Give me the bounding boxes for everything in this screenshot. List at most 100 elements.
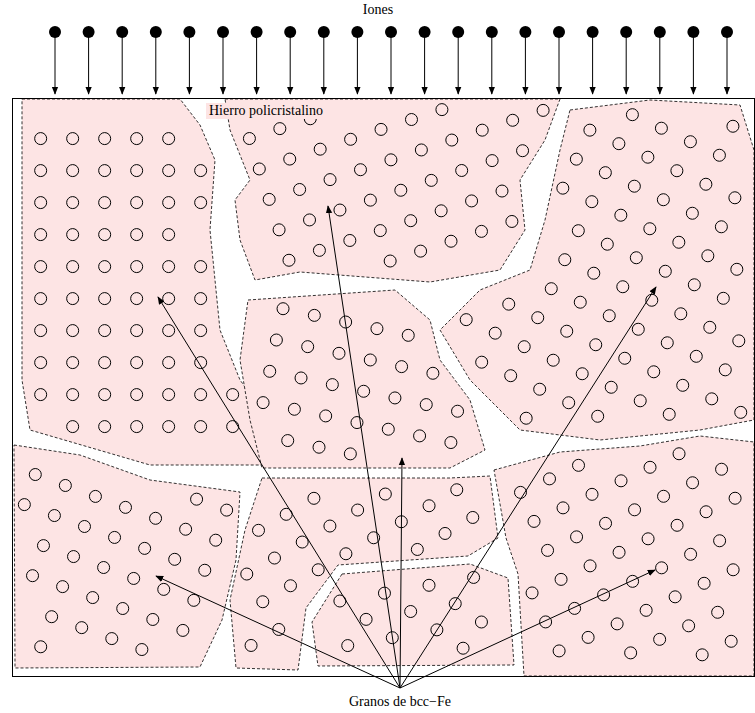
iron-atom <box>277 303 289 315</box>
iron-atom <box>139 542 151 554</box>
iron-atom <box>344 448 356 460</box>
iron-atom <box>364 194 376 206</box>
iron-atom <box>700 506 712 518</box>
iron-atom <box>686 207 698 219</box>
iron-atom <box>644 223 656 235</box>
iron-atom <box>520 412 532 424</box>
iron-atom <box>252 524 264 536</box>
iron-atom <box>673 236 685 248</box>
ion-dot <box>385 26 397 38</box>
iron-atom <box>603 310 615 322</box>
iron-atom <box>586 196 598 208</box>
iron-atom <box>360 613 372 625</box>
iron-atom <box>163 357 175 369</box>
ion-arrow <box>626 36 627 94</box>
iron-atom <box>611 618 623 630</box>
iron-atom <box>163 389 175 401</box>
iron-atom <box>654 633 666 645</box>
iron-atom <box>326 379 338 391</box>
iron-atom <box>436 104 448 116</box>
iron-atom <box>716 463 728 475</box>
iron-atom <box>354 164 366 176</box>
iron-atom <box>427 367 439 379</box>
iron-atom <box>342 640 354 652</box>
iron-atom <box>592 410 604 422</box>
iron-atom <box>663 408 675 420</box>
iron-atom <box>59 479 71 491</box>
iron-atom <box>99 133 111 145</box>
iron-atom <box>460 314 472 326</box>
ion-arrow <box>290 36 291 94</box>
iron-atom <box>57 581 69 593</box>
iron-atom <box>632 323 644 335</box>
iron-atom <box>163 133 175 145</box>
iron-atom <box>706 393 718 405</box>
iron-atom <box>425 174 437 186</box>
iron-atom <box>35 261 47 273</box>
iron-atom <box>358 385 370 397</box>
iron-atom <box>405 606 417 618</box>
iron-atom <box>345 133 357 145</box>
ion-dot <box>351 26 363 38</box>
iron-atom <box>688 279 700 291</box>
ion-dot <box>654 26 666 38</box>
ion-arrow <box>155 36 156 94</box>
ion-dot <box>519 26 531 38</box>
iron-atom <box>295 372 307 384</box>
iron-atom <box>35 133 47 145</box>
iron-atom <box>600 517 612 529</box>
iron-atom <box>518 341 530 353</box>
ion-dot <box>150 26 162 38</box>
iron-atom <box>544 473 556 485</box>
iron-atom <box>658 490 670 502</box>
iron-atom <box>402 329 414 341</box>
iron-atom <box>284 580 296 592</box>
iron-atom <box>253 163 265 175</box>
ion-dot <box>116 26 128 38</box>
grain-label: Granos de bcc−Fe <box>347 694 453 710</box>
iron-atom <box>245 639 257 651</box>
iron-atom <box>67 389 79 401</box>
iron-atom <box>642 151 654 163</box>
iron-atom <box>163 197 175 209</box>
iron-atom <box>526 587 538 599</box>
iron-atom <box>528 515 540 527</box>
ion-dot <box>486 26 498 38</box>
iron-atom <box>588 267 600 279</box>
iron-atom <box>283 254 295 266</box>
iron-atom <box>136 644 148 656</box>
iron-atom <box>456 164 468 176</box>
ion-arrow <box>424 36 425 94</box>
iron-atom <box>147 613 159 625</box>
iron-atom <box>35 293 47 305</box>
iron-atom <box>627 575 639 587</box>
iron-atom <box>241 568 253 580</box>
iron-atom <box>382 423 394 435</box>
iron-atom <box>195 261 207 273</box>
iron-atom <box>507 114 519 126</box>
iron-atom <box>131 357 143 369</box>
iron-atom <box>642 533 654 545</box>
leader-arrow <box>328 206 400 688</box>
ion-arrow <box>122 36 123 94</box>
iron-atom <box>158 583 170 595</box>
ion-arrow <box>256 36 257 94</box>
iron-atom <box>385 154 397 166</box>
iron-atom <box>195 293 207 305</box>
iron-atom <box>613 546 625 558</box>
iron-atom <box>282 435 294 447</box>
iron-atom <box>532 312 544 324</box>
iron-atom <box>717 292 729 304</box>
iron-atom <box>304 214 316 226</box>
iron-atom <box>257 596 269 608</box>
ion-arrow <box>525 36 526 94</box>
iron-atom <box>617 281 629 293</box>
iron-atom <box>727 120 739 132</box>
iron-atom <box>576 368 588 380</box>
iron-atom <box>517 145 529 157</box>
ion-dot <box>419 26 431 38</box>
iron-atom <box>99 165 111 177</box>
iron-atom <box>582 631 594 643</box>
iron-atom <box>221 504 233 516</box>
iron-atom <box>67 421 79 433</box>
